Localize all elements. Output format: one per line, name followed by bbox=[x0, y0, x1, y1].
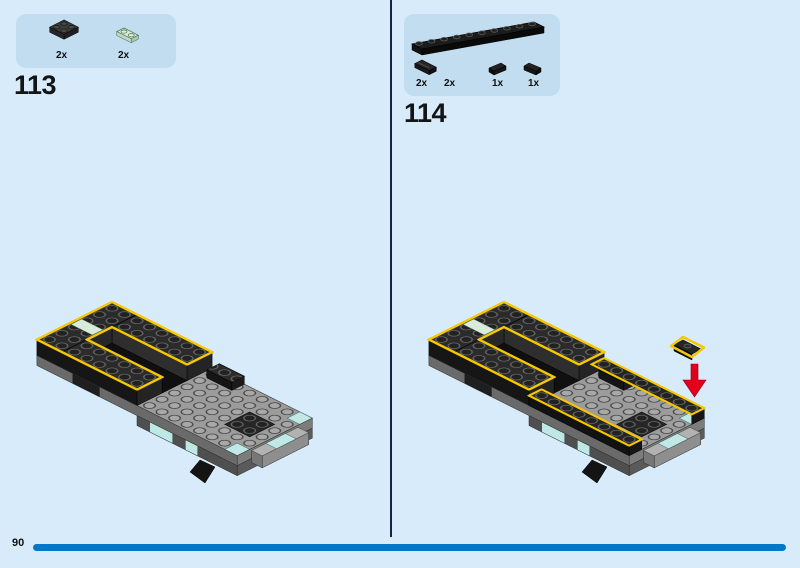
new-parts-highlight bbox=[427, 301, 607, 391]
part-icon-dark-gray-plate-2x2 bbox=[48, 19, 80, 40]
part-icon-black-curved-slope bbox=[414, 59, 437, 76]
parts-box-114: 2x 2x 1x 1x bbox=[404, 14, 560, 96]
parts-114-graphics bbox=[410, 21, 546, 76]
column-divider bbox=[390, 0, 392, 537]
side-plates-tops bbox=[527, 357, 706, 447]
model-illustration-114 bbox=[427, 301, 707, 484]
step-number-113: 113 bbox=[14, 70, 57, 100]
part-qty: 2x bbox=[416, 78, 428, 89]
placement-arrow-icon bbox=[682, 363, 707, 398]
parts-113-graphics bbox=[48, 19, 140, 44]
part-qty: 1x bbox=[528, 78, 540, 89]
part-icon-black-wedge-left bbox=[488, 62, 507, 76]
progress-bar bbox=[33, 544, 786, 551]
model-illustration-113 bbox=[35, 301, 313, 484]
part-icon-black-plate-1x10 bbox=[410, 21, 546, 56]
page-number: 90 bbox=[12, 537, 25, 549]
parts-box-113: 2x 2x bbox=[16, 14, 176, 68]
floating-piece bbox=[669, 335, 706, 361]
step-number-114: 114 bbox=[404, 98, 447, 128]
new-parts-highlight bbox=[35, 301, 215, 391]
part-qty: 2x bbox=[444, 78, 456, 89]
part-qty: 2x bbox=[56, 50, 68, 61]
part-icon-black-wedge-right bbox=[523, 62, 542, 76]
part-icon-mint-plate-1x2 bbox=[116, 27, 140, 44]
part-qty: 1x bbox=[492, 78, 504, 89]
part-qty: 2x bbox=[118, 50, 130, 61]
